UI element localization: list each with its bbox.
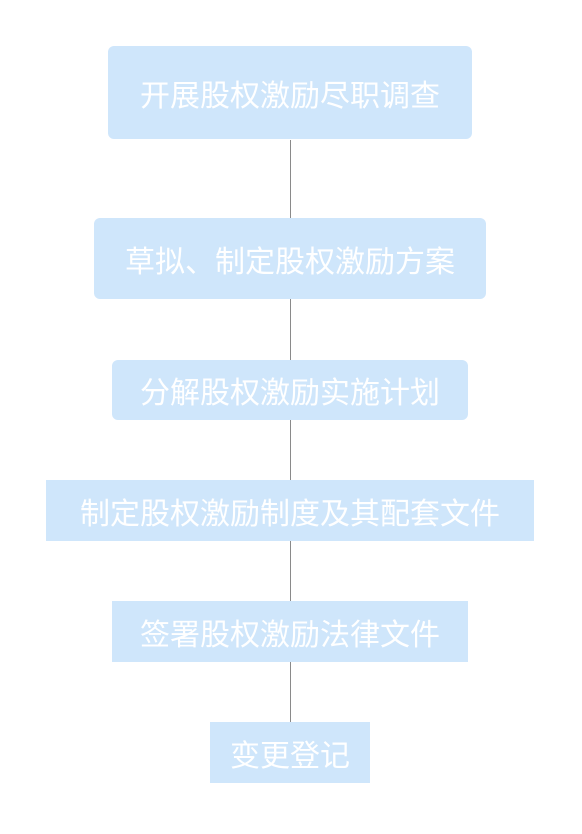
step-4-label: 制定股权激励制度及其配套文件 xyxy=(80,496,500,532)
step-2-label: 草拟、制定股权激励方案 xyxy=(125,244,455,280)
step-5-label: 签署股权激励法律文件 xyxy=(140,617,440,653)
step-6-box: 变更登记 xyxy=(210,722,370,783)
step-2-box: 草拟、制定股权激励方案 xyxy=(94,218,486,299)
connector-3-4 xyxy=(290,420,291,480)
step-1-box: 开展股权激励尽职调查 xyxy=(108,46,472,139)
connector-5-6 xyxy=(290,662,291,722)
step-1-label: 开展股权激励尽职调查 xyxy=(140,78,440,114)
connector-2-3 xyxy=(290,299,291,360)
step-3-box: 分解股权激励实施计划 xyxy=(112,360,468,420)
step-3-label: 分解股权激励实施计划 xyxy=(140,376,440,411)
connector-4-5 xyxy=(290,541,291,601)
step-5-box: 签署股权激励法律文件 xyxy=(112,601,468,662)
connector-1-2 xyxy=(290,140,291,218)
step-6-label: 变更登记 xyxy=(230,738,350,774)
step-4-box: 制定股权激励制度及其配套文件 xyxy=(46,480,534,541)
